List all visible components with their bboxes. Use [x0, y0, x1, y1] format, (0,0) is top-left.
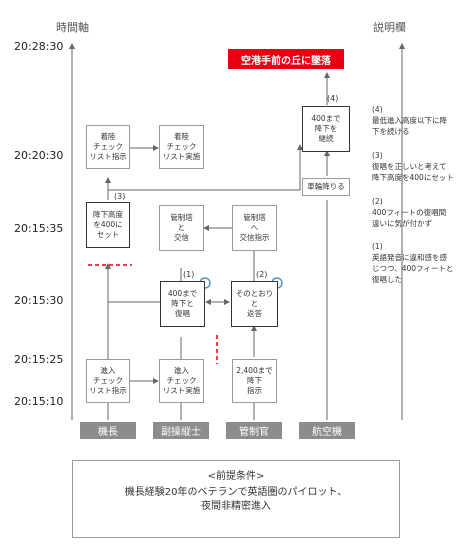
- time-axis-title: 時間軸: [56, 21, 89, 34]
- note-num: (2): [372, 197, 383, 206]
- crash-banner: 空港手前の丘に墜落: [228, 49, 344, 69]
- premise-title: <前提条件>: [207, 471, 265, 482]
- note-num: (3): [372, 151, 383, 160]
- note-text: 最低進入高度以下に降 下を続ける: [372, 116, 447, 136]
- box-continue-400: 400まで 降下を 継続: [302, 106, 350, 152]
- note-text: 復唱を正しいと考えて 降下高度を400にセット: [372, 162, 454, 182]
- step-label: (2): [256, 270, 268, 279]
- time-label: 20:15:10: [14, 395, 64, 408]
- box-landing-checklist-order: 着陸 チェック リスト指示: [86, 125, 130, 169]
- box-approach-checklist-order: 進入 チェック リスト指示: [86, 359, 130, 403]
- box-descend-2400: 2,400まで 降下 指示: [232, 359, 277, 403]
- premise-body: 機長経験20年のベテランで英語圏のパイロット、 夜間非精密進入: [124, 487, 348, 512]
- box-tower-contact: 管制塔 と 交信: [159, 205, 204, 251]
- box-gear-down: 車輪降りる: [302, 178, 350, 196]
- box-landing-checklist-exec: 着陸 チェック リスト実施: [159, 125, 204, 169]
- box-reply-as-is: そのとおり と 返答: [231, 281, 278, 327]
- note-text: 400フィートの復唱間 違いに気が付かず: [372, 208, 447, 228]
- actor-aircraft: 航空機: [299, 422, 355, 439]
- note-text: 英語発音に違和感を感 じつつ、400フィートと 復唱した: [372, 253, 454, 284]
- box-readback-400: 400まで 降下と 復唱: [160, 281, 205, 327]
- time-label: 20:15:35: [14, 222, 64, 235]
- box-tower-instruction: 管制塔 へ 交信指示: [232, 205, 277, 251]
- box-descend-to-400: 降下高度 を400に セット: [86, 202, 130, 248]
- box-approach-checklist-exec: 進入 チェック リスト実施: [159, 359, 204, 403]
- time-label: 20:20:30: [14, 149, 64, 162]
- actor-first-officer: 副操縦士: [153, 422, 209, 439]
- time-label: 20:15:30: [14, 294, 64, 307]
- time-label: 20:28:30: [14, 40, 64, 53]
- step-label: (3): [114, 192, 126, 201]
- step-label: (4): [327, 94, 339, 103]
- actor-controller: 管制官: [226, 422, 282, 439]
- explain-axis-title: 説明欄: [373, 21, 406, 34]
- step-label: (1): [183, 270, 195, 279]
- premise-box: <前提条件> 機長経験20年のベテランで英語圏のパイロット、 夜間非精密進入: [72, 460, 400, 538]
- note-num: (4): [372, 105, 383, 114]
- actor-captain: 機長: [80, 422, 136, 439]
- note-num: (1): [372, 242, 383, 251]
- time-label: 20:15:25: [14, 353, 64, 366]
